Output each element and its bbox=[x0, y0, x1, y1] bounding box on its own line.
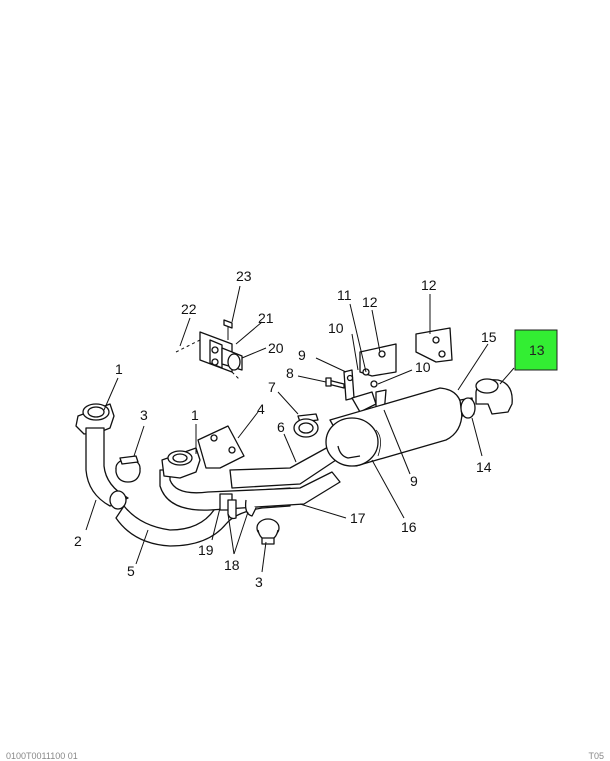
callout-20: 20 bbox=[268, 340, 284, 356]
clamp-upper bbox=[115, 455, 141, 483]
callout-1: 1 bbox=[115, 361, 123, 377]
callout-3: 3 bbox=[255, 574, 263, 590]
callout-8: 8 bbox=[286, 365, 294, 381]
callout-15: 15 bbox=[481, 329, 497, 345]
callout-18: 18 bbox=[224, 557, 240, 573]
callout-10: 10 bbox=[415, 359, 431, 375]
callout-9: 9 bbox=[298, 347, 306, 363]
callout-22: 22 bbox=[181, 301, 197, 317]
clamp-lower bbox=[256, 518, 280, 545]
callout-labels: 1 1 2 3 3 4 5 6 7 8 9 9 10 10 11 12 12 1… bbox=[74, 268, 545, 590]
callout-11: 11 bbox=[337, 287, 352, 303]
callout-6: 6 bbox=[277, 419, 285, 435]
callout-3: 3 bbox=[140, 407, 148, 423]
callout-10: 10 bbox=[328, 320, 344, 336]
callout-1: 1 bbox=[191, 407, 199, 423]
callout-2: 2 bbox=[74, 533, 82, 549]
leader-lines bbox=[85, 285, 515, 573]
callout-23: 23 bbox=[236, 268, 252, 284]
footer-left: 0100T0011100 01 bbox=[6, 751, 78, 761]
bolt-8 bbox=[325, 377, 345, 389]
upper-bracket-assembly bbox=[175, 319, 243, 381]
callout-7: 7 bbox=[268, 379, 276, 395]
callout-9: 9 bbox=[410, 473, 418, 489]
callout-4: 4 bbox=[257, 401, 265, 417]
callout-17: 17 bbox=[350, 510, 366, 526]
callout-19: 19 bbox=[198, 542, 214, 558]
front-pipe-left bbox=[75, 403, 129, 510]
flange-right bbox=[161, 447, 201, 479]
hanger-brackets bbox=[343, 327, 453, 417]
callout-12: 12 bbox=[421, 277, 437, 293]
footer-right: T05 bbox=[588, 751, 604, 761]
callout-5: 5 bbox=[127, 563, 135, 579]
callout-13-highlight[interactable] bbox=[514, 329, 558, 371]
callout-14: 14 bbox=[476, 459, 492, 475]
clamp-7 bbox=[293, 413, 319, 438]
bracket-4 bbox=[197, 425, 245, 469]
callout-12: 12 bbox=[362, 294, 378, 310]
callout-16: 16 bbox=[401, 519, 417, 535]
muffler bbox=[325, 387, 463, 467]
tail-pipe bbox=[459, 378, 513, 419]
callout-21: 21 bbox=[258, 310, 274, 326]
callout-13[interactable]: 13 bbox=[529, 342, 545, 358]
